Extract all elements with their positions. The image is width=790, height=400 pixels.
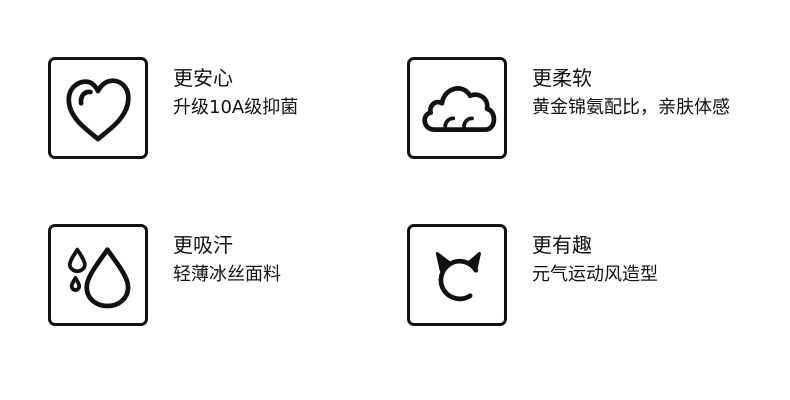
feature-subtitle: 元气运动风造型 (532, 264, 658, 285)
heart-icon (66, 78, 131, 142)
feature-softness: 更柔软 黄金锦氨配比，亲肤体感 (407, 57, 767, 167)
cloud-icon-frame (407, 57, 507, 159)
feature-antibacterial: 更安心 升级10A级抑菌 (48, 57, 408, 167)
water-drop-icon-frame (48, 224, 148, 326)
feature-subtitle: 升级10A级抑菌 (173, 97, 299, 118)
feature-title: 更吸汗 (173, 233, 233, 257)
cat-ears-icon (435, 251, 481, 302)
cat-ears-icon-frame (407, 224, 507, 326)
feature-title: 更柔软 (532, 66, 592, 90)
feature-subtitle: 轻薄冰丝面料 (173, 264, 281, 285)
feature-subtitle: 黄金锦氨配比，亲肤体感 (532, 97, 730, 118)
feature-title: 更安心 (173, 66, 233, 90)
water-drop-icon (67, 247, 131, 309)
cloud-icon (422, 86, 497, 132)
heart-icon-frame (48, 57, 148, 159)
feature-sweat-absorbent: 更吸汗 轻薄冰丝面料 (48, 224, 408, 334)
feature-title: 更有趣 (532, 233, 592, 257)
feature-fun-style: 更有趣 元气运动风造型 (407, 224, 767, 334)
